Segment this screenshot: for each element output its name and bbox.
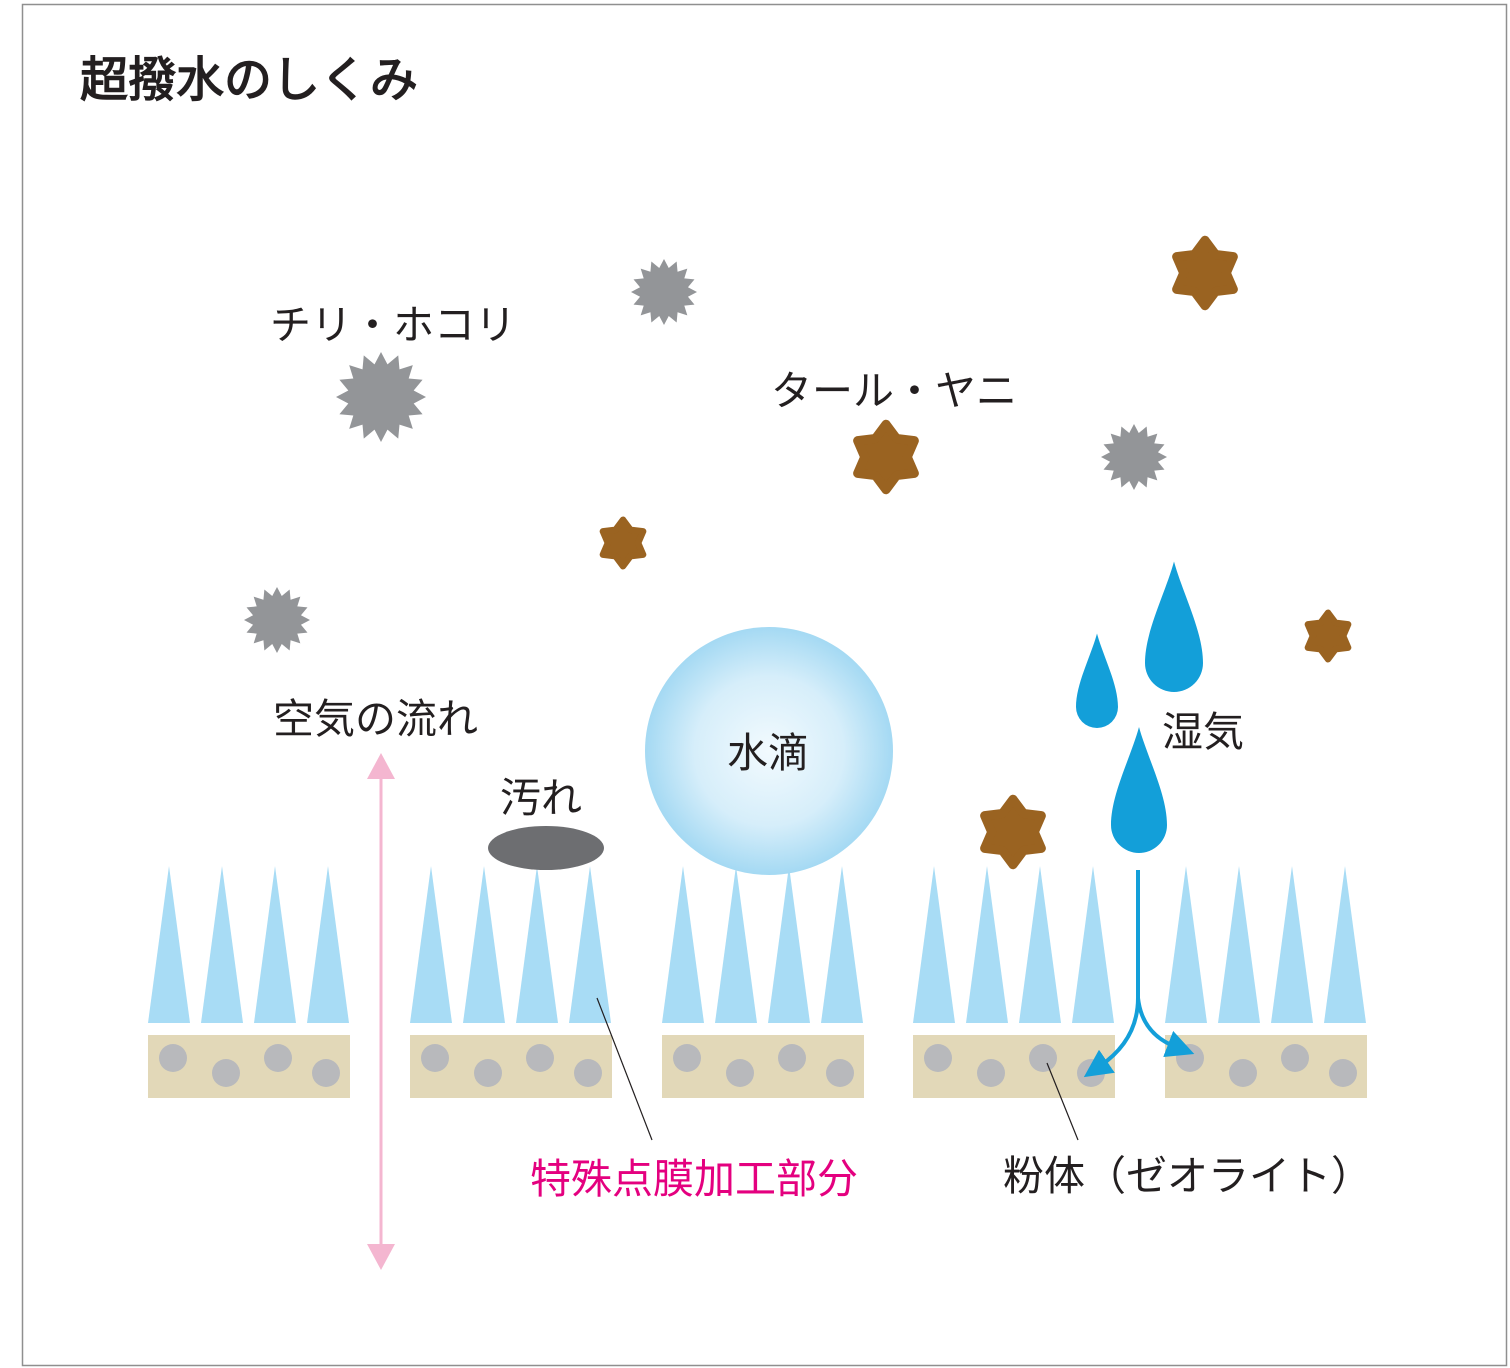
coating-block: [913, 866, 1115, 1098]
dust-particle-icon: [631, 259, 697, 325]
coating-spike: [569, 866, 611, 1023]
coating-spike: [307, 866, 349, 1023]
dust-particle-icon: [244, 587, 310, 653]
tar-label: タール・ヤニ: [771, 367, 1017, 415]
coating-spike: [715, 866, 757, 1023]
coating-block: [148, 866, 350, 1098]
coating-spike: [1271, 866, 1313, 1023]
coating-spike: [1019, 866, 1061, 1023]
dust-particle-icon: [336, 352, 426, 442]
coating-spike: [966, 866, 1008, 1023]
zeolite-grain: [474, 1059, 502, 1087]
zeolite-grain: [826, 1059, 854, 1087]
coating-block: [410, 866, 612, 1098]
zeolite-grain: [1281, 1044, 1309, 1072]
zeolite-grain: [1176, 1044, 1204, 1072]
zeolite-grain: [673, 1044, 701, 1072]
coating-label: 特殊点膜加工部分: [530, 1155, 858, 1203]
coating-spike: [410, 866, 452, 1023]
coating-layer: [148, 866, 1367, 1098]
dust-particle-icon: [1101, 424, 1167, 490]
coating-leader-line: [596, 997, 653, 1141]
coating-block: [662, 866, 864, 1098]
water-droplet-sphere: [645, 627, 893, 875]
zeolite-grain: [1029, 1044, 1057, 1072]
zeolite-grain: [264, 1044, 292, 1072]
zeolite-grain: [726, 1059, 754, 1087]
zeolite-grain: [526, 1044, 554, 1072]
airflow-label: 空気の流れ: [273, 695, 478, 743]
dirt-label: 汚れ: [500, 774, 582, 822]
zeolite-grain: [212, 1059, 240, 1087]
zeolite-grain: [574, 1059, 602, 1087]
zeolite-grain: [159, 1044, 187, 1072]
zeolite-grain: [977, 1059, 1005, 1087]
diagram-title: 超撥水のしくみ: [80, 52, 418, 108]
zeolite-grain: [421, 1044, 449, 1072]
dust-label: チリ・ホコリ: [270, 301, 516, 349]
coating-block: [1165, 866, 1367, 1098]
coating-spike: [662, 866, 704, 1023]
coating-spike: [1324, 866, 1366, 1023]
coating-spike: [516, 866, 558, 1023]
coating-spike: [768, 866, 810, 1023]
zeolite-grain: [924, 1044, 952, 1072]
dirt-blob: [488, 826, 604, 870]
zeolite-grain: [1229, 1059, 1257, 1087]
airflow-arrow: [367, 753, 395, 1270]
coating-spike: [913, 866, 955, 1023]
coating-spike: [1165, 866, 1207, 1023]
absorption-arrow-right: [1136, 997, 1195, 1058]
coating-spike: [1072, 866, 1114, 1023]
coating-spike: [148, 866, 190, 1023]
zeolite-grain: [1329, 1059, 1357, 1087]
zeolite-grain: [312, 1059, 340, 1087]
coating-spike: [254, 866, 296, 1023]
absorption-arrow: [1083, 870, 1195, 1078]
airflow-arrow-down-head: [367, 1244, 395, 1270]
water-drop-label: 水滴: [727, 729, 809, 777]
airflow-arrow-up-head: [367, 753, 395, 779]
powder-leader-line: [1046, 1062, 1079, 1141]
humidity-label: 湿気: [1162, 708, 1244, 756]
coating-spike: [1218, 866, 1260, 1023]
coating-spike: [201, 866, 243, 1023]
coating-spike: [821, 866, 863, 1023]
zeolite-grain: [778, 1044, 806, 1072]
powder-label: 粉体（ゼオライト）: [1003, 1152, 1372, 1200]
coating-spike: [463, 866, 505, 1023]
